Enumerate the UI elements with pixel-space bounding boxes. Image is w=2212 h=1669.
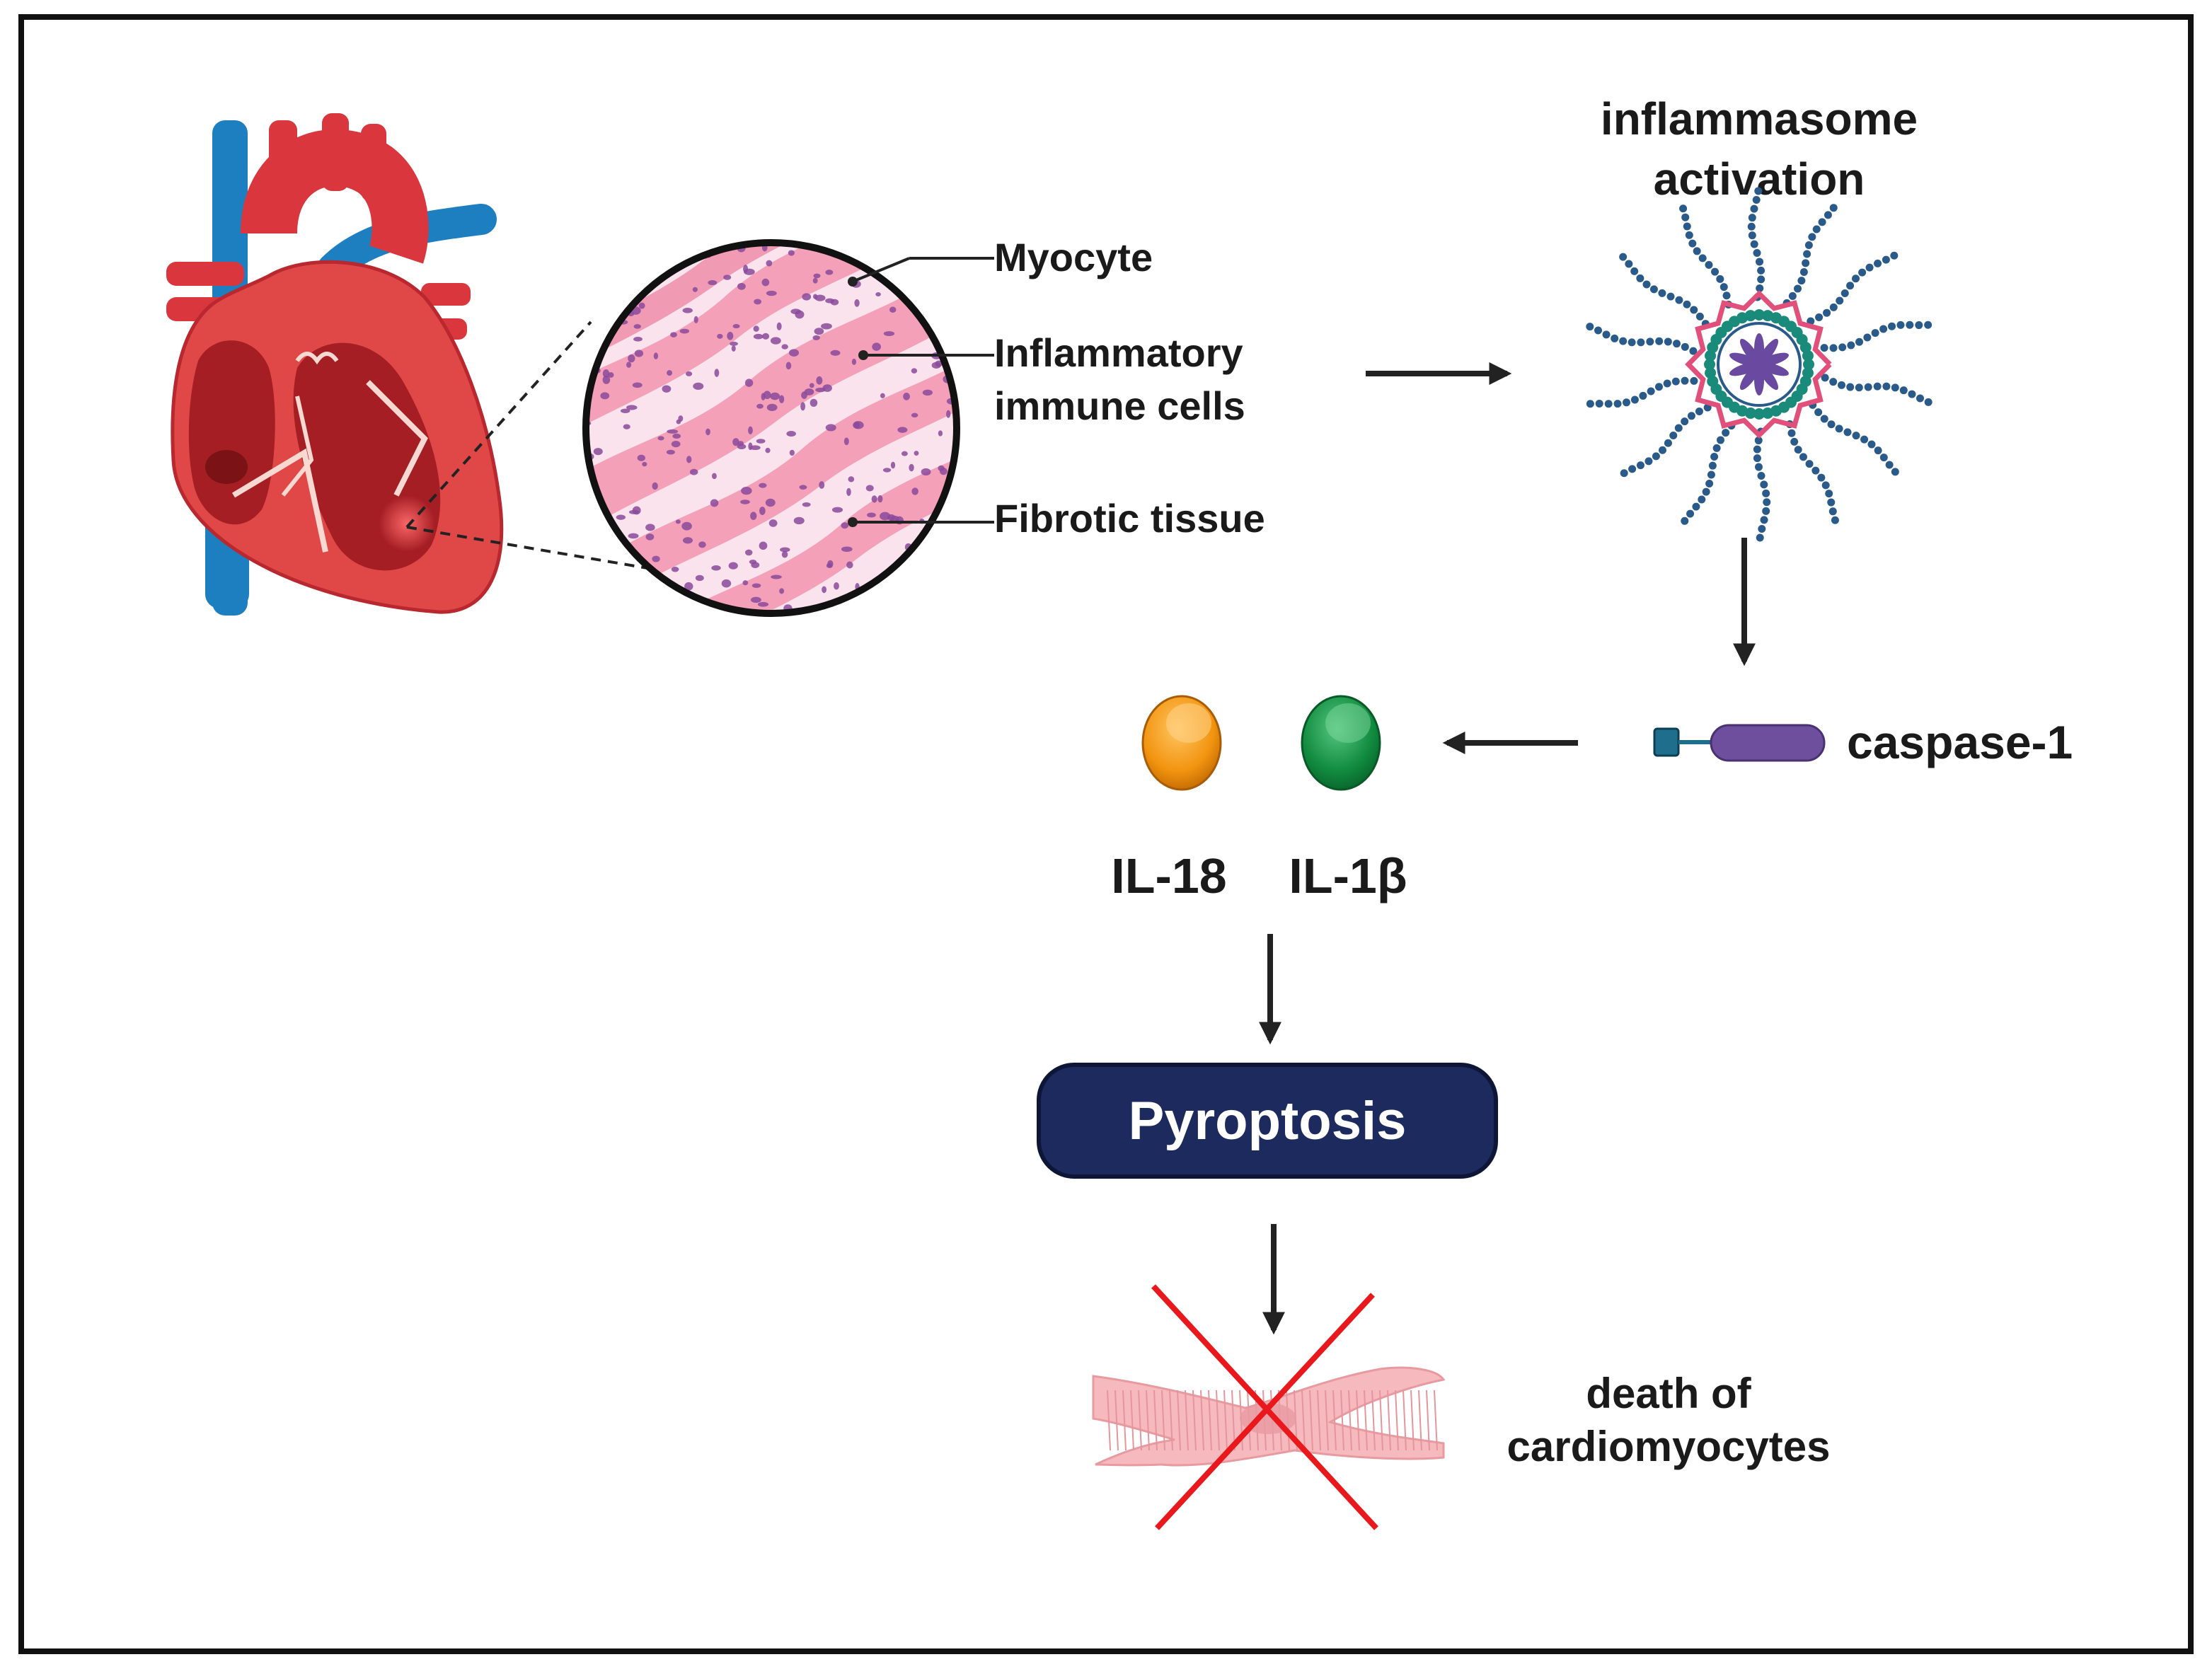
label-fibrotic: Fibrotic tissue [994, 496, 1265, 541]
leader-myocyte [852, 257, 910, 283]
label-death-line1: death of [1586, 1370, 1751, 1417]
zoom-line-upper [405, 320, 592, 529]
label-inflammatory-line2: immune cells [994, 383, 1245, 428]
heart-illustration [166, 113, 504, 616]
label-inflammasome-line1: inflammasome [1601, 93, 1918, 144]
label-il-1b: IL-1β [1289, 848, 1407, 903]
il-1b-icon [1301, 695, 1381, 791]
label-il-18: IL-18 [1111, 848, 1226, 903]
label-pyroptosis: Pyroptosis [1129, 1091, 1407, 1151]
caspase-1-icon [1653, 724, 1826, 762]
outer-frame [18, 14, 2194, 1654]
label-inflammasome-line2: activation [1654, 154, 1865, 204]
cross-line-a [1151, 1284, 1378, 1530]
label-caspase: caspase-1 [1847, 716, 2073, 768]
pyroptosis-box: Pyroptosis [1037, 1063, 1498, 1179]
cardiomyocyte-icon [1092, 1366, 1446, 1467]
label-myocyte: Myocyte [994, 235, 1153, 279]
cross-line-b [1155, 1293, 1375, 1530]
inflammasome-icon [1586, 187, 1932, 542]
histology-circle [582, 239, 960, 617]
label-death-line2: cardiomyocytes [1507, 1423, 1831, 1470]
il-18-icon [1141, 695, 1222, 791]
label-inflammatory-line1: Inflammatory [994, 330, 1243, 375]
